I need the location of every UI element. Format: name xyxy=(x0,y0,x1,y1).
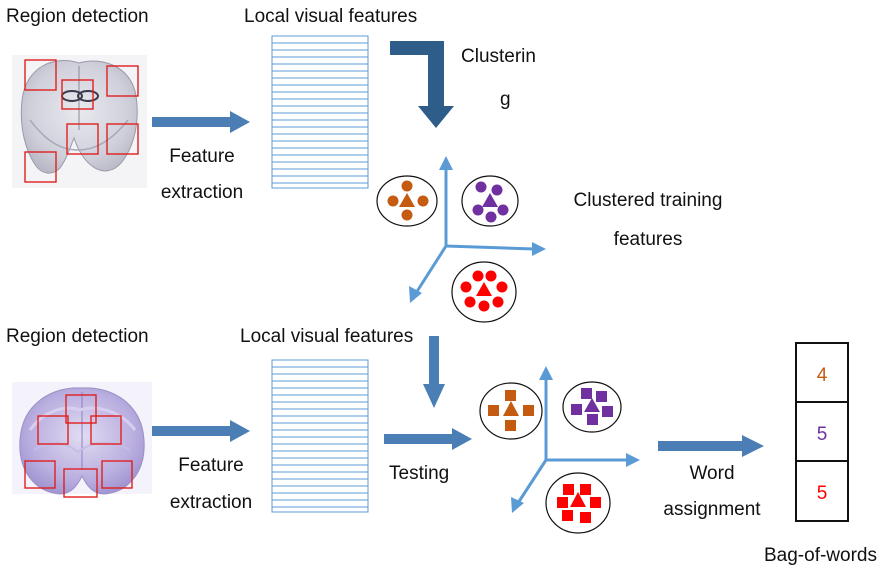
region-boxes-top xyxy=(24,59,139,183)
local-visual-features-label-top: Local visual features xyxy=(244,6,418,27)
cluster-purple-top xyxy=(461,175,519,227)
feature-space-axes-bottom xyxy=(511,366,640,513)
region-detection-label-top: Region detection xyxy=(6,6,149,27)
feature-extraction-arrow-top xyxy=(152,111,250,133)
feature-extraction-label-top-line1: Feature xyxy=(169,146,235,167)
clustering-label-line1: Clusterin xyxy=(461,46,536,67)
feature-extraction-arrow-bottom xyxy=(152,420,250,442)
cluster-orange-top xyxy=(376,175,438,227)
feature-list-bottom xyxy=(271,359,369,513)
assignment-down-arrow xyxy=(423,336,445,408)
histogram-bin-1: 4 xyxy=(817,365,828,386)
word-assignment-label-line1: Word xyxy=(689,463,735,484)
region-boxes-bottom xyxy=(24,394,133,498)
bag-of-words-label: Bag-of-words xyxy=(764,545,877,566)
clustered-training-label-line2: features xyxy=(613,229,683,250)
word-assignment-label-line2: assignment xyxy=(663,499,761,520)
word-assignment-arrow xyxy=(658,435,764,457)
brain-image-bottom xyxy=(12,382,152,495)
cluster-red-bottom xyxy=(545,472,611,534)
clustering-arrow xyxy=(390,41,454,128)
feature-extraction-label-bottom-line1: Feature xyxy=(178,455,244,476)
clustered-training-label-line1: Clustered training xyxy=(573,190,723,211)
feature-list-top xyxy=(271,35,369,189)
histogram-bin-2: 5 xyxy=(817,424,828,445)
clustering-label-line2: g xyxy=(500,89,511,110)
cluster-red-top xyxy=(451,261,517,323)
testing-arrow xyxy=(384,428,472,450)
region-detection-label-bottom: Region detection xyxy=(6,326,149,347)
histogram-bin-3: 5 xyxy=(817,483,828,504)
testing-label: Testing xyxy=(389,463,450,484)
brain-image-top xyxy=(12,55,147,188)
local-visual-features-label-bottom: Local visual features xyxy=(240,326,414,347)
feature-extraction-label-top-line2: extraction xyxy=(160,182,244,203)
bag-of-words-histogram: 4 5 5 xyxy=(795,342,849,522)
feature-extraction-label-bottom-line2: extraction xyxy=(169,492,253,513)
cluster-purple-bottom xyxy=(562,381,622,433)
cluster-orange-bottom xyxy=(479,382,543,440)
feature-space-axes-top xyxy=(409,156,546,303)
